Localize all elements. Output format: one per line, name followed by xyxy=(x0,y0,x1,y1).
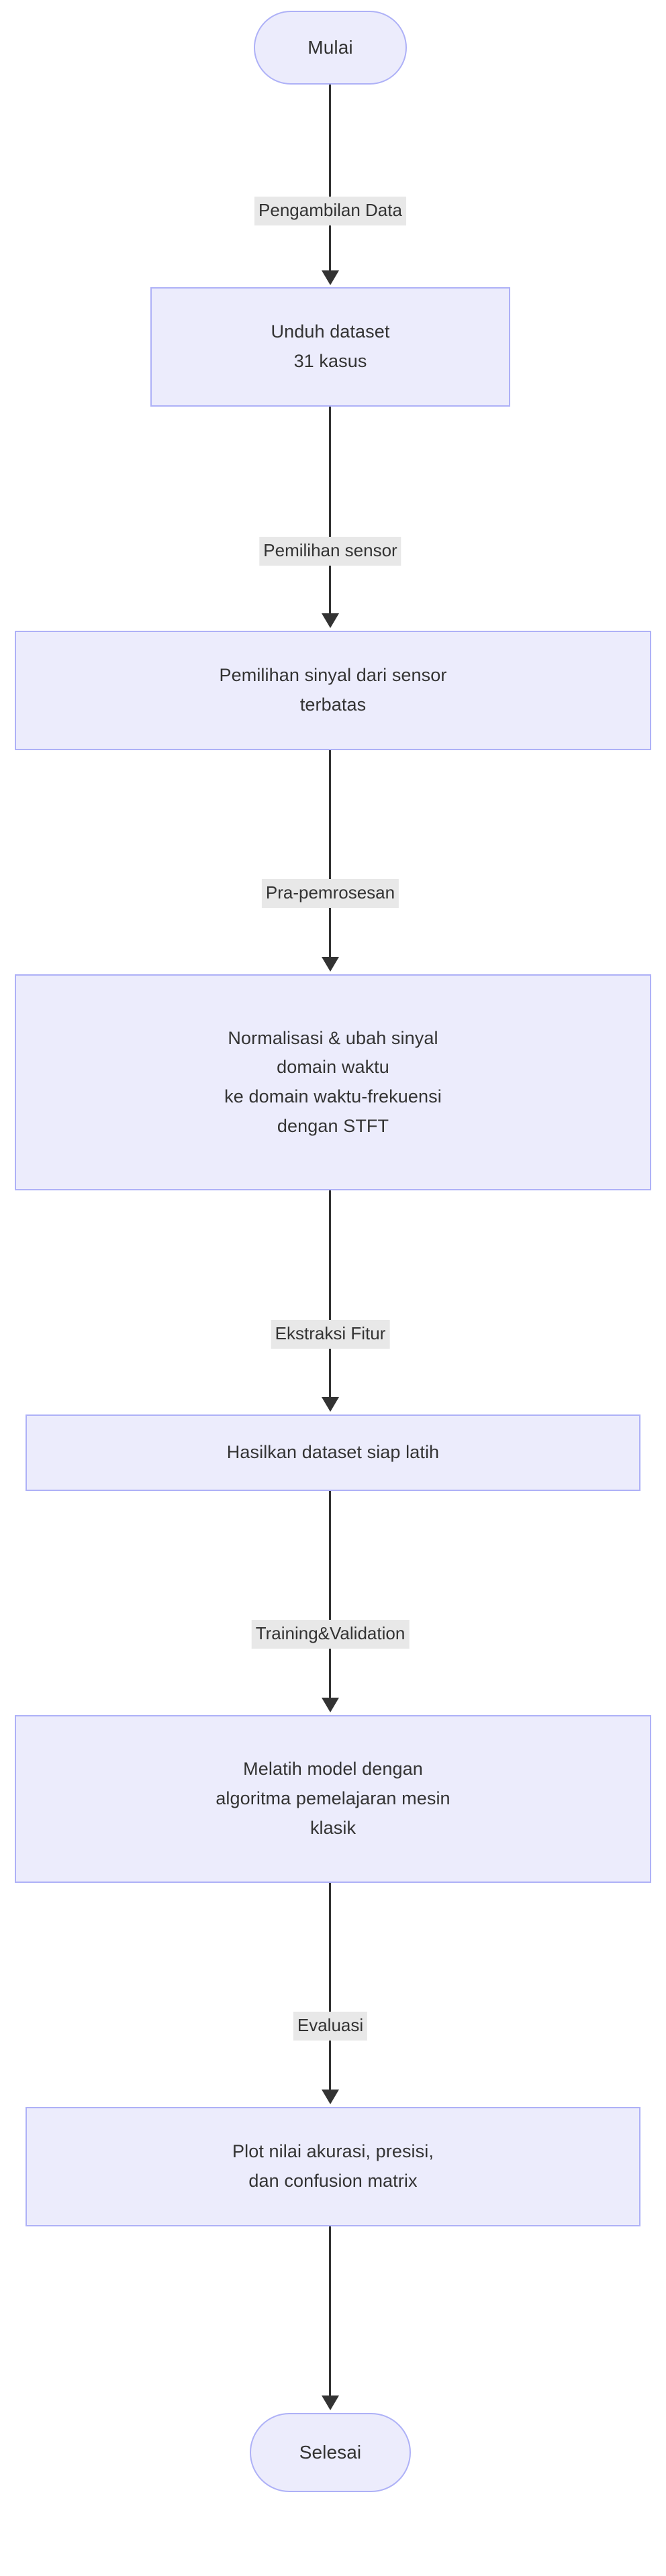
edge-dataset-to-train-line xyxy=(329,1491,331,1703)
edge-start-to-download-line xyxy=(329,85,331,276)
node-plot-metrics[interactable]: Plot nilai akurasi, presisi, dan confusi… xyxy=(26,2107,640,2226)
edge-train-to-evaluate-line xyxy=(329,1883,331,2095)
node-preprocessing-stft[interactable]: Normalisasi & ubah sinyal domain waktu k… xyxy=(15,974,651,1190)
edge-label-ekstraksi-fitur: Ekstraksi Fitur xyxy=(271,1320,390,1349)
edge-download-to-select-arrow xyxy=(322,613,339,628)
edge-select-to-preprocess-line xyxy=(329,750,331,962)
node-signal-selection[interactable]: Pemilihan sinyal dari sensor terbatas xyxy=(15,631,651,750)
node-download-dataset[interactable]: Unduh dataset 31 kasus xyxy=(150,287,510,407)
edge-select-to-preprocess-arrow xyxy=(322,957,339,972)
edge-evaluate-to-end-line xyxy=(329,2226,331,2401)
edge-label-pra-pemrosesan: Pra-pemrosesan xyxy=(261,879,399,908)
edge-label-pemilihan-sensor: Pemilihan sensor xyxy=(259,537,401,566)
node-end[interactable]: Selesai xyxy=(250,2413,411,2492)
edge-train-to-evaluate-arrow xyxy=(322,2090,339,2104)
node-start[interactable]: Mulai xyxy=(254,11,407,85)
edge-label-evaluasi: Evaluasi xyxy=(293,2012,368,2041)
edge-dataset-to-train-arrow xyxy=(322,1698,339,1712)
edge-preprocess-to-dataset-arrow xyxy=(322,1397,339,1412)
node-train-model[interactable]: Melatih model dengan algoritma pemelajar… xyxy=(15,1715,651,1883)
node-ready-dataset[interactable]: Hasilkan dataset siap latih xyxy=(26,1414,640,1491)
edge-start-to-download-arrow xyxy=(322,270,339,285)
edge-preprocess-to-dataset-line xyxy=(329,1190,331,1402)
edge-download-to-select-line xyxy=(329,407,331,619)
edge-label-pengambilan-data: Pengambilan Data xyxy=(254,197,406,225)
edge-label-training-validation: Training&Validation xyxy=(251,1620,410,1649)
edge-evaluate-to-end-arrow xyxy=(322,2395,339,2410)
